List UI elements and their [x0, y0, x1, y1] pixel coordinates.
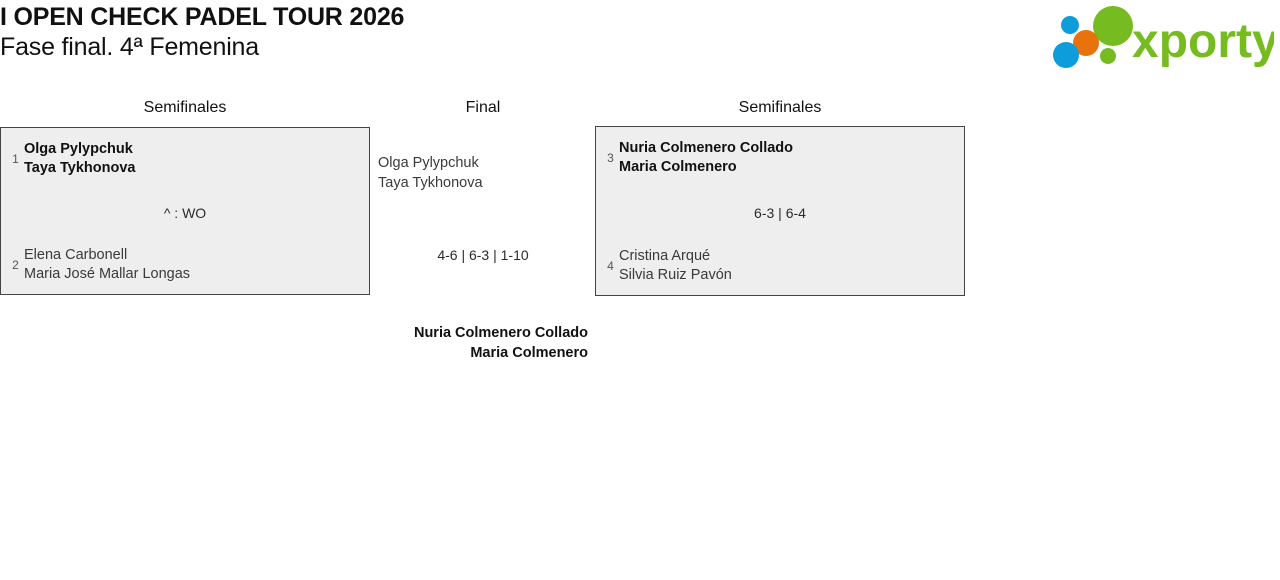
logo-dot-blue-small [1061, 16, 1079, 34]
player-name: Nuria Colmenero Collado [619, 140, 794, 156]
match-team-top[interactable]: 1 Olga Pylypchuk Taya Tykhonova [7, 140, 135, 178]
match-score: 4-6 | 6-3 | 1-10 [437, 247, 529, 263]
team-seed: 2 [12, 258, 19, 272]
logo-dot-blue-large [1053, 42, 1079, 68]
player-name: Taya Tykhonova [24, 160, 136, 176]
xporty-logo[interactable]: xporty [1048, 6, 1274, 68]
tournament-title: I OPEN CHECK PADEL TOUR 2026 [0, 3, 405, 31]
team-players: Elena Carbonell Maria José Mallar Longas [24, 246, 190, 284]
round-header-semifinals-left: Semifinales [143, 99, 227, 116]
player-name: Maria Colmenero [619, 159, 737, 175]
team-players: Nuria Colmenero Collado Maria Colmenero [619, 139, 793, 177]
match-semifinal-right[interactable]: 3 Nuria Colmenero Collado Maria Colmener… [595, 126, 965, 296]
player-name: Cristina Arqué [619, 248, 711, 264]
match-team-bottom[interactable]: 4 Cristina Arqué Silvia Ruiz Pavón [602, 247, 732, 285]
player-name: Elena Carbonell [24, 247, 128, 263]
team-seed: 3 [607, 151, 614, 165]
player-name: Maria Colmenero [470, 345, 588, 361]
round-header-final: Final [465, 99, 501, 116]
logo-dot-green-large [1093, 6, 1133, 46]
xporty-logo-graphic: xporty [1053, 6, 1274, 68]
match-team-bottom[interactable]: 2 Elena Carbonell Maria José Mallar Long… [7, 246, 190, 284]
logo-dot-green-small [1100, 48, 1116, 64]
match-semifinal-left[interactable]: 1 Olga Pylypchuk Taya Tykhonova ^ : WO 2… [0, 127, 370, 295]
page-header: I OPEN CHECK PADEL TOUR 2026 Fase final.… [0, 0, 1280, 78]
logo-wordmark: xporty [1132, 15, 1274, 68]
logo-dot-orange [1073, 30, 1099, 56]
player-name: Taya Tykhonova [378, 175, 483, 191]
team-players: Olga Pylypchuk Taya Tykhonova [24, 140, 135, 178]
match-team-top[interactable]: 3 Nuria Colmenero Collado Maria Colmener… [602, 139, 793, 177]
player-name: Olga Pylypchuk [378, 155, 479, 171]
player-name: Olga Pylypchuk [24, 141, 133, 157]
team-seed: 1 [12, 152, 19, 166]
final-team-top[interactable]: Olga Pylypchuk Taya Tykhonova [378, 153, 588, 193]
team-players: Cristina Arqué Silvia Ruiz Pavón [619, 247, 732, 285]
round-header-semifinals-right: Semifinales [738, 99, 822, 116]
player-name: Maria José Mallar Longas [24, 266, 191, 282]
title-block: I OPEN CHECK PADEL TOUR 2026 Fase final.… [0, 2, 900, 62]
match-final[interactable]: Olga Pylypchuk Taya Tykhonova 4-6 | 6-3 … [378, 127, 588, 361]
final-team-bottom[interactable]: Nuria Colmenero Collado Maria Colmenero [378, 323, 588, 363]
player-name: Silvia Ruiz Pavón [619, 267, 732, 283]
match-score: ^ : WO [163, 205, 207, 221]
team-seed: 4 [607, 259, 614, 273]
tournament-subtitle: Fase final. 4ª Femenina [0, 33, 259, 61]
match-score: 6-3 | 6-4 [754, 205, 806, 221]
player-name: Nuria Colmenero Collado [413, 325, 588, 341]
